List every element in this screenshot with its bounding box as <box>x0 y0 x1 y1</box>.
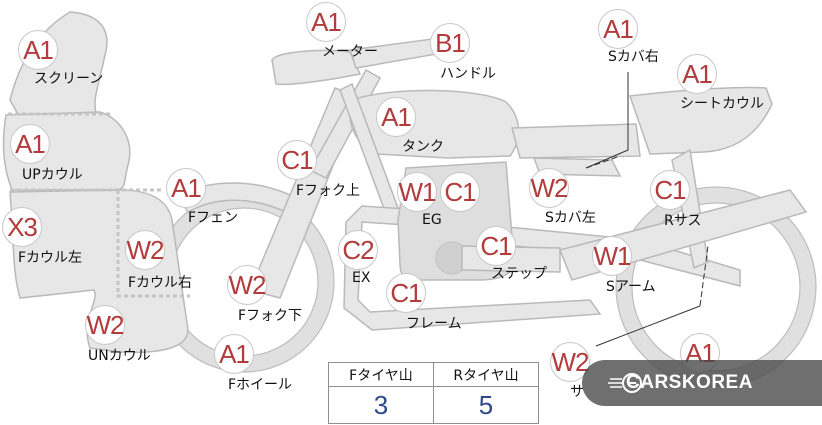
carskorea-logo-icon <box>608 373 642 393</box>
grade-badge-handle: B1 <box>430 23 470 63</box>
grade-badge-engine: W1 <box>397 172 437 212</box>
grade-badge-step: C1 <box>476 226 516 266</box>
tire-tread-table: Fタイヤ山 Rタイヤ山 3 5 <box>328 362 539 424</box>
label-f-fork-upper: Fフォク上 <box>296 183 361 199</box>
label-tank: タンク <box>402 139 444 155</box>
label-seat-cowl: シートカウル <box>680 96 764 112</box>
grade-badge-tank: A1 <box>376 97 416 137</box>
grade-badge-frame: C1 <box>386 273 426 313</box>
label-silencer: サ <box>570 384 584 400</box>
label-engine: EG <box>422 212 442 228</box>
rear-tire-value: 5 <box>433 386 539 424</box>
grade-badge-side-cover-left: W2 <box>529 168 569 208</box>
label-f-wheel: Fホイール <box>228 377 293 393</box>
grade-badge-f-fork-lower: W2 <box>227 265 267 305</box>
label-f-fender: Fフェン <box>188 210 239 226</box>
front-tire-header: Fタイヤ山 <box>328 362 434 387</box>
grade-badge-exhaust: C2 <box>338 230 378 270</box>
label-r-suspension: Rサス <box>664 213 702 229</box>
grade-badge-f-cowl-left: X3 <box>2 207 42 247</box>
label-swing-arm: Sアーム <box>606 279 656 295</box>
grade-badge-engine-2: C1 <box>440 172 480 212</box>
label-un-cowl: UNカウル <box>88 348 151 364</box>
rear-tire-header: Rタイヤ山 <box>433 362 539 387</box>
front-tire-value: 3 <box>328 386 434 424</box>
grade-badge-seat-cowl: A1 <box>677 54 717 94</box>
label-handle: ハンドル <box>440 66 496 82</box>
grade-badge-r-suspension: C1 <box>650 170 690 210</box>
label-side-cover-right: Sカバ右 <box>608 49 659 65</box>
grade-badge-f-cowl-right: W2 <box>125 230 165 270</box>
label-step: ステップ <box>491 266 547 282</box>
grade-badge-swing-arm: W1 <box>592 236 632 276</box>
grade-badge-side-cover-right: A1 <box>598 9 638 49</box>
grade-badge-up-cowl: A1 <box>10 124 50 164</box>
label-screen: スクリーン <box>34 71 104 87</box>
label-side-cover-left: Sカバ左 <box>545 210 596 226</box>
label-frame: フレーム <box>406 316 462 332</box>
label-f-cowl-left: Fカウル左 <box>18 250 83 266</box>
label-f-cowl-right: Fカウル右 <box>128 275 193 291</box>
grade-badge-screen: A1 <box>18 30 58 70</box>
grade-badge-un-cowl: W2 <box>85 305 125 345</box>
label-up-cowl: UPカウル <box>22 167 83 183</box>
grade-badge-f-wheel: A1 <box>214 334 254 374</box>
carskorea-watermark: CARSKOREA <box>582 360 822 406</box>
label-exhaust: EX <box>352 270 371 286</box>
watermark-text: CARSKOREA <box>626 372 753 393</box>
label-f-fork-lower: Fフォク下 <box>238 308 303 324</box>
grade-badge-f-fork-upper: C1 <box>277 140 317 180</box>
grade-badge-f-fender: A1 <box>166 168 206 208</box>
label-meter: メーター <box>322 44 378 60</box>
grade-badge-meter: A1 <box>306 2 346 42</box>
